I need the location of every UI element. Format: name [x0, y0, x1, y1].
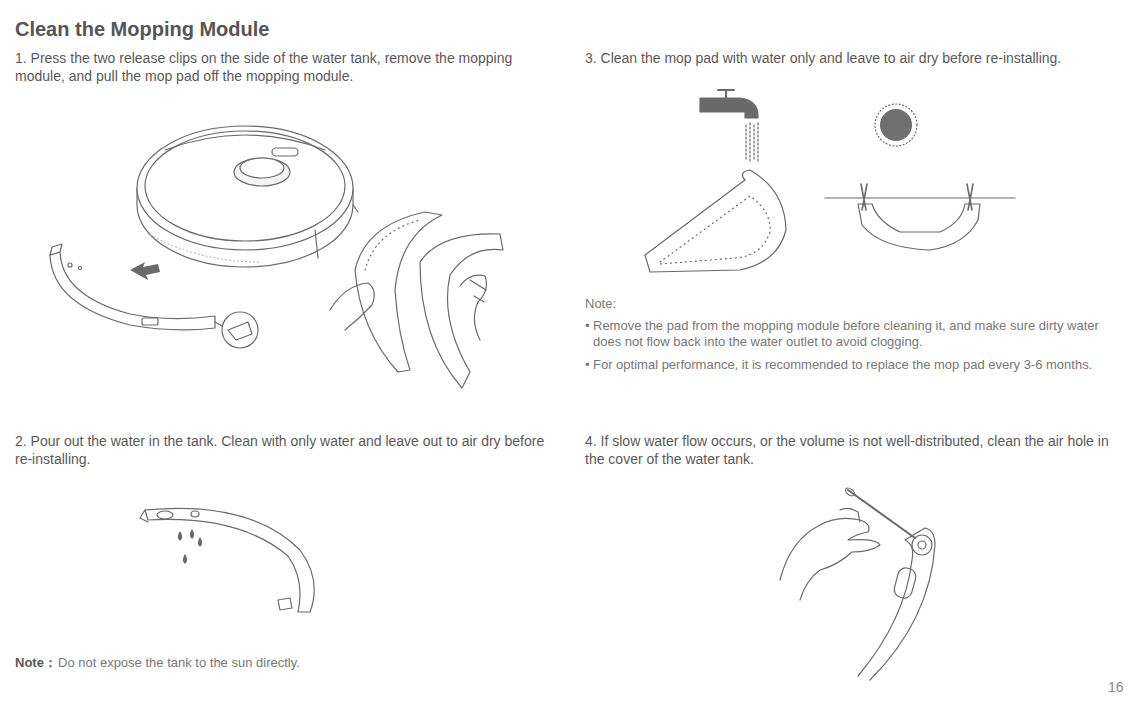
step-text: 1. Press the two release clips on the si…: [15, 50, 555, 85]
step-text: 2. Pour out the water in the tank. Clean…: [15, 433, 560, 468]
note-text: Do not expose the tank to the sun direct…: [58, 655, 300, 671]
mop-pads-with-hands: [330, 212, 503, 388]
air-hole-cleaning: [780, 487, 935, 680]
tap-illustration: [700, 90, 758, 162]
note-heading: Note:: [585, 296, 616, 312]
wet-mop-pad: [645, 170, 786, 272]
page-number: 16: [1108, 679, 1124, 697]
drying-mop-pad: [825, 184, 1015, 250]
sun-icon: [875, 104, 917, 146]
note-text: For optimal performance, it is recommend…: [593, 357, 1113, 373]
mopping-module: [50, 244, 258, 348]
note-text: Remove the pad from the mopping module b…: [593, 318, 1113, 351]
page-title: Clean the Mopping Module: [15, 17, 269, 42]
note-heading: Note：: [15, 655, 57, 671]
step-text: 4. If slow water flow occurs, or the vol…: [585, 433, 1125, 468]
direction-arrow: [130, 262, 160, 280]
water-tank: [140, 508, 314, 612]
bullet: •: [585, 357, 590, 373]
robot-illustration: [137, 126, 358, 267]
bullet: •: [585, 318, 590, 334]
step-text: 3. Clean the mop pad with water only and…: [585, 50, 1130, 68]
